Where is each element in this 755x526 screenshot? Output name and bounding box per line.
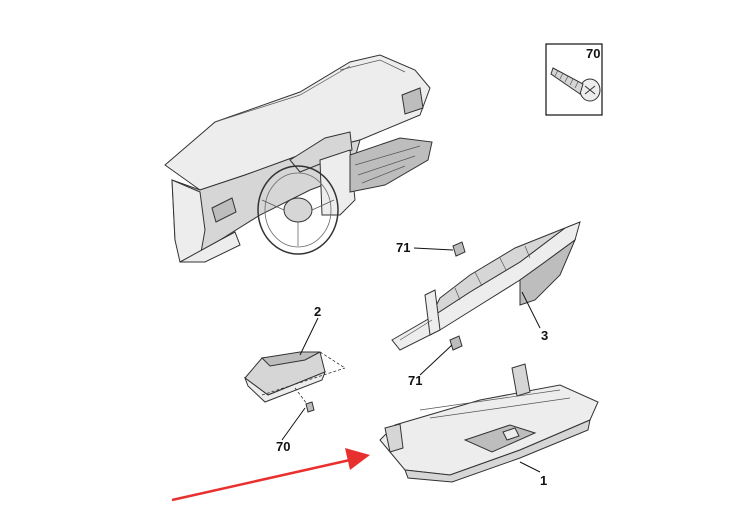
clip-71-upper <box>452 241 466 257</box>
screw-70-lower <box>305 401 315 413</box>
callout-2: 2 <box>314 304 321 319</box>
part-1-glovebox-door <box>379 363 599 483</box>
callout-3: 3 <box>541 328 548 343</box>
clip-71-lower <box>449 335 463 351</box>
callout-70-lower: 70 <box>276 439 290 454</box>
screw-inset-box: 70 <box>545 43 603 116</box>
screw-icon <box>550 67 601 102</box>
part-2-storage-box <box>243 351 346 409</box>
dashboard-assembly <box>164 54 433 263</box>
callout-71-upper: 71 <box>396 240 410 255</box>
red-arrow-icon <box>171 448 370 502</box>
callout-1: 1 <box>540 473 547 488</box>
part-3-trim-bracket <box>391 221 581 351</box>
callout-71-lower: 71 <box>408 373 422 388</box>
leader-lines <box>281 247 541 473</box>
callout-70-inset: 70 <box>586 46 600 61</box>
